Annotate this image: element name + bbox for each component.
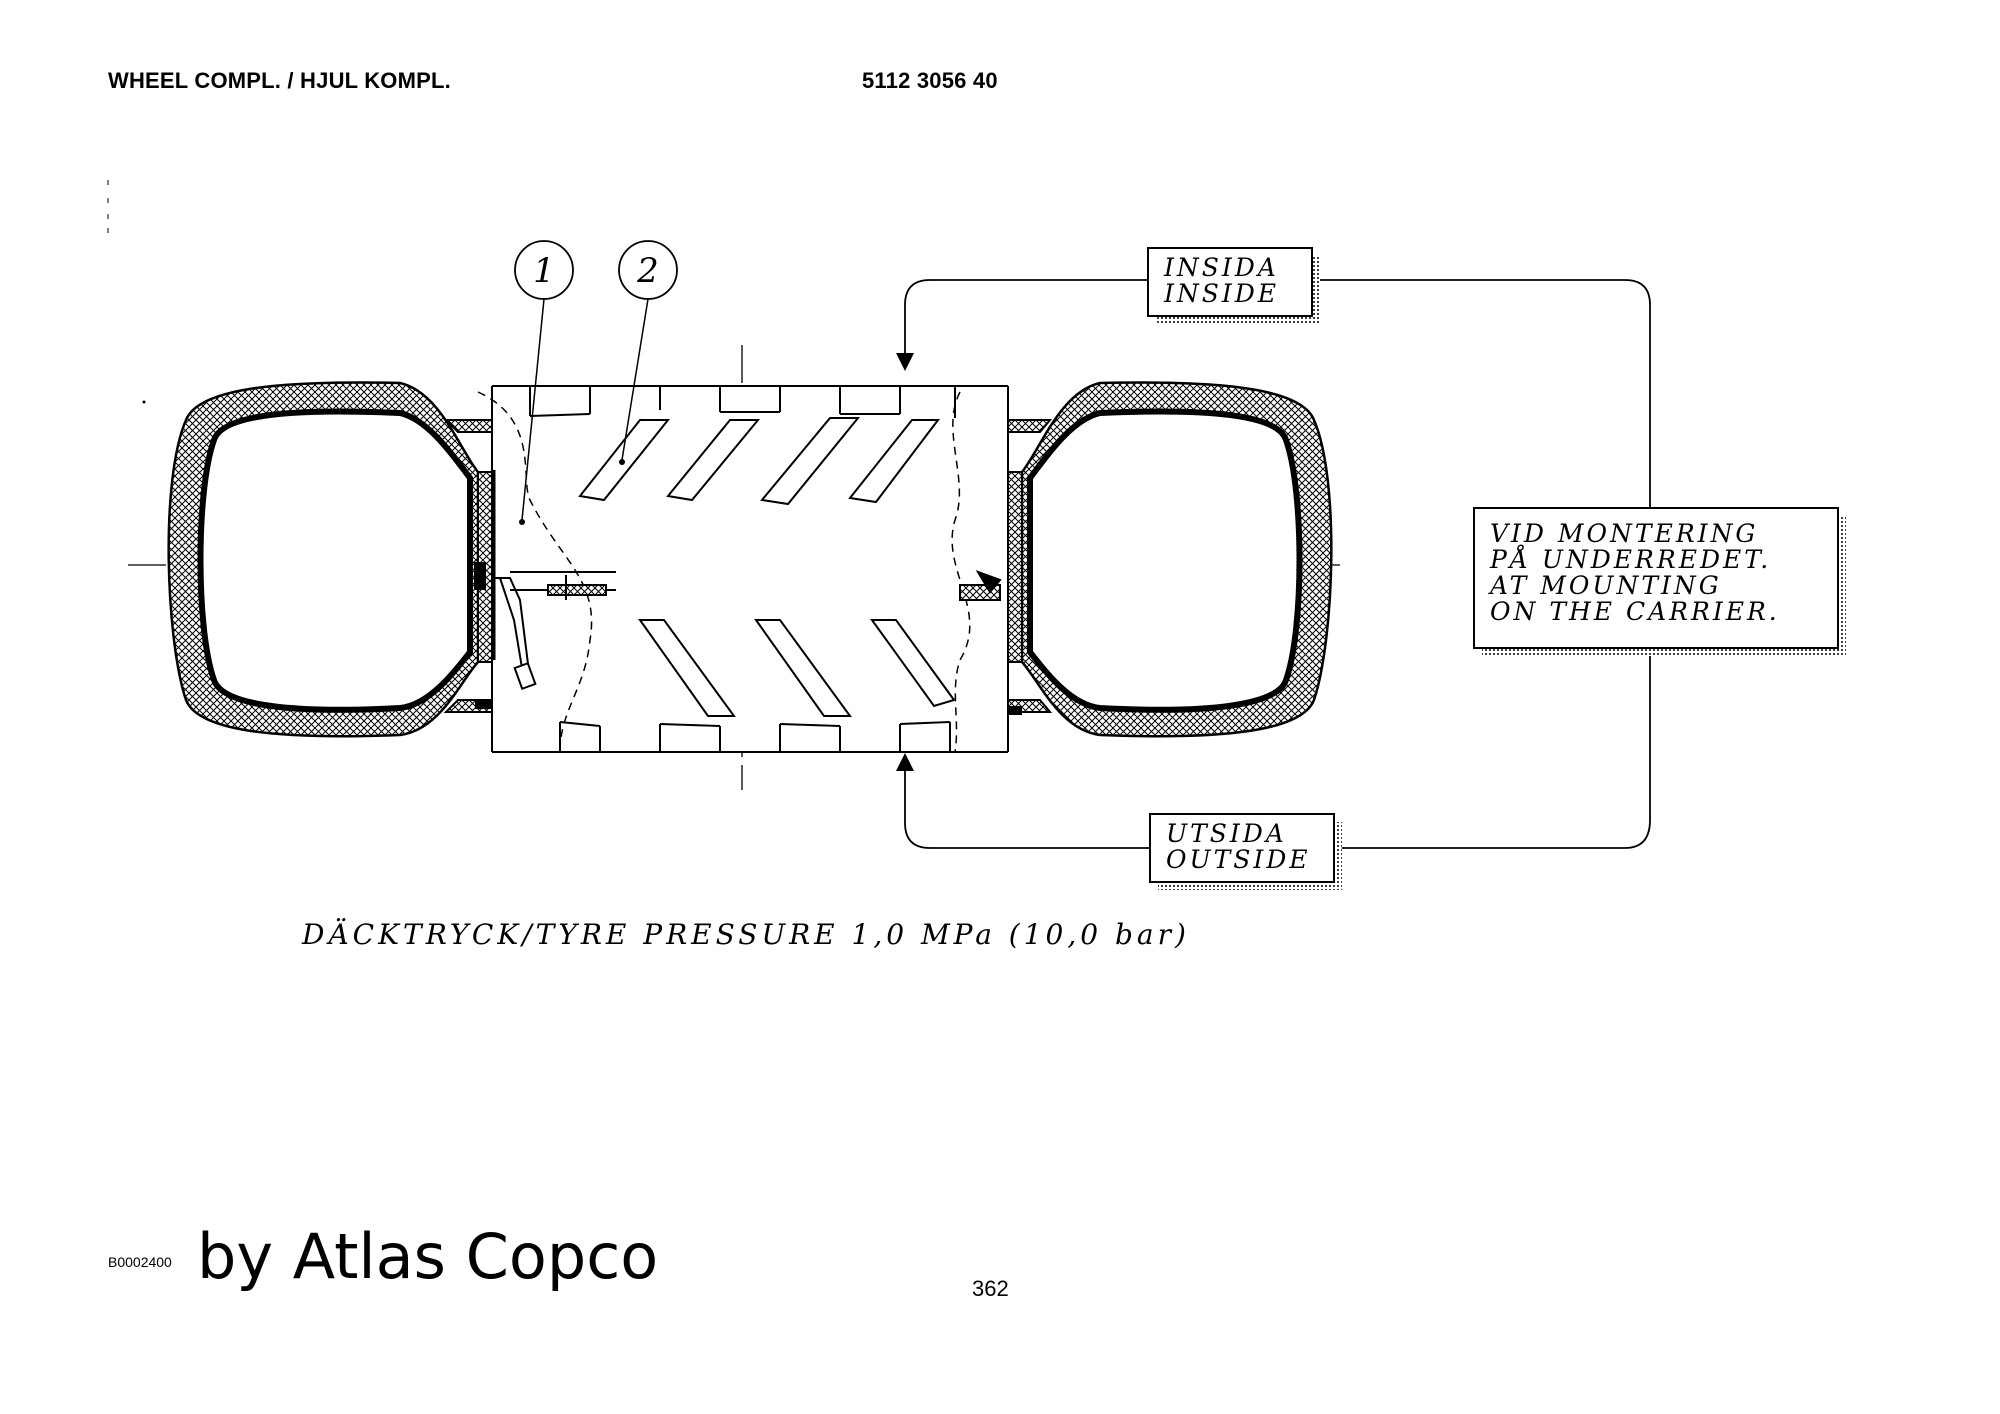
outside-label-sv: UTSIDA: [1166, 819, 1287, 848]
leader-lines: [896, 279, 1651, 849]
mounting-note-line-1: VID MONTERING: [1490, 519, 1758, 548]
valve-stem: [474, 470, 1002, 691]
mounting-note-box: VID MONTERING PÅ UNDERREDET. AT MOUNTING…: [1473, 507, 1846, 656]
page-title: WHEEL COMPL. / HJUL KOMPL.: [108, 68, 451, 93]
mounting-note-line-2: PÅ UNDERREDET.: [1489, 544, 1771, 574]
callout-1-number: 1: [533, 251, 555, 291]
outside-label-en: OUTSIDE: [1166, 845, 1311, 874]
tyre-pressure-note: DÄCKTRYCK/TYRE PRESSURE 1,0 MPa (10,0 ba…: [302, 918, 1190, 951]
callout-2: 2: [618, 240, 678, 465]
section-cut-lines: [477, 391, 971, 753]
document-id: B0002400: [108, 1254, 172, 1270]
margin-ticks: [107, 180, 146, 404]
part-number: 5112 3056 40: [862, 68, 998, 93]
outside-label-box: UTSIDA OUTSIDE: [1149, 813, 1342, 890]
page-number: 362: [972, 1276, 1009, 1301]
rim-hub: [491, 385, 1009, 753]
mounting-note-line-4: ON THE CARRIER.: [1490, 597, 1780, 626]
inside-label-en: INSIDE: [1163, 279, 1279, 308]
callout-1: 1: [514, 240, 574, 525]
brand-text: by Atlas Copco: [197, 1220, 659, 1293]
right-tyre: [1000, 381, 1333, 738]
left-tyre: [167, 381, 501, 738]
mounting-note-line-3: AT MOUNTING: [1488, 571, 1722, 600]
callout-2-number: 2: [636, 251, 659, 291]
inside-label-box: INSIDA INSIDE: [1147, 247, 1320, 324]
inside-label-sv: INSIDA: [1163, 253, 1279, 282]
vanes-bottom: [638, 619, 956, 717]
